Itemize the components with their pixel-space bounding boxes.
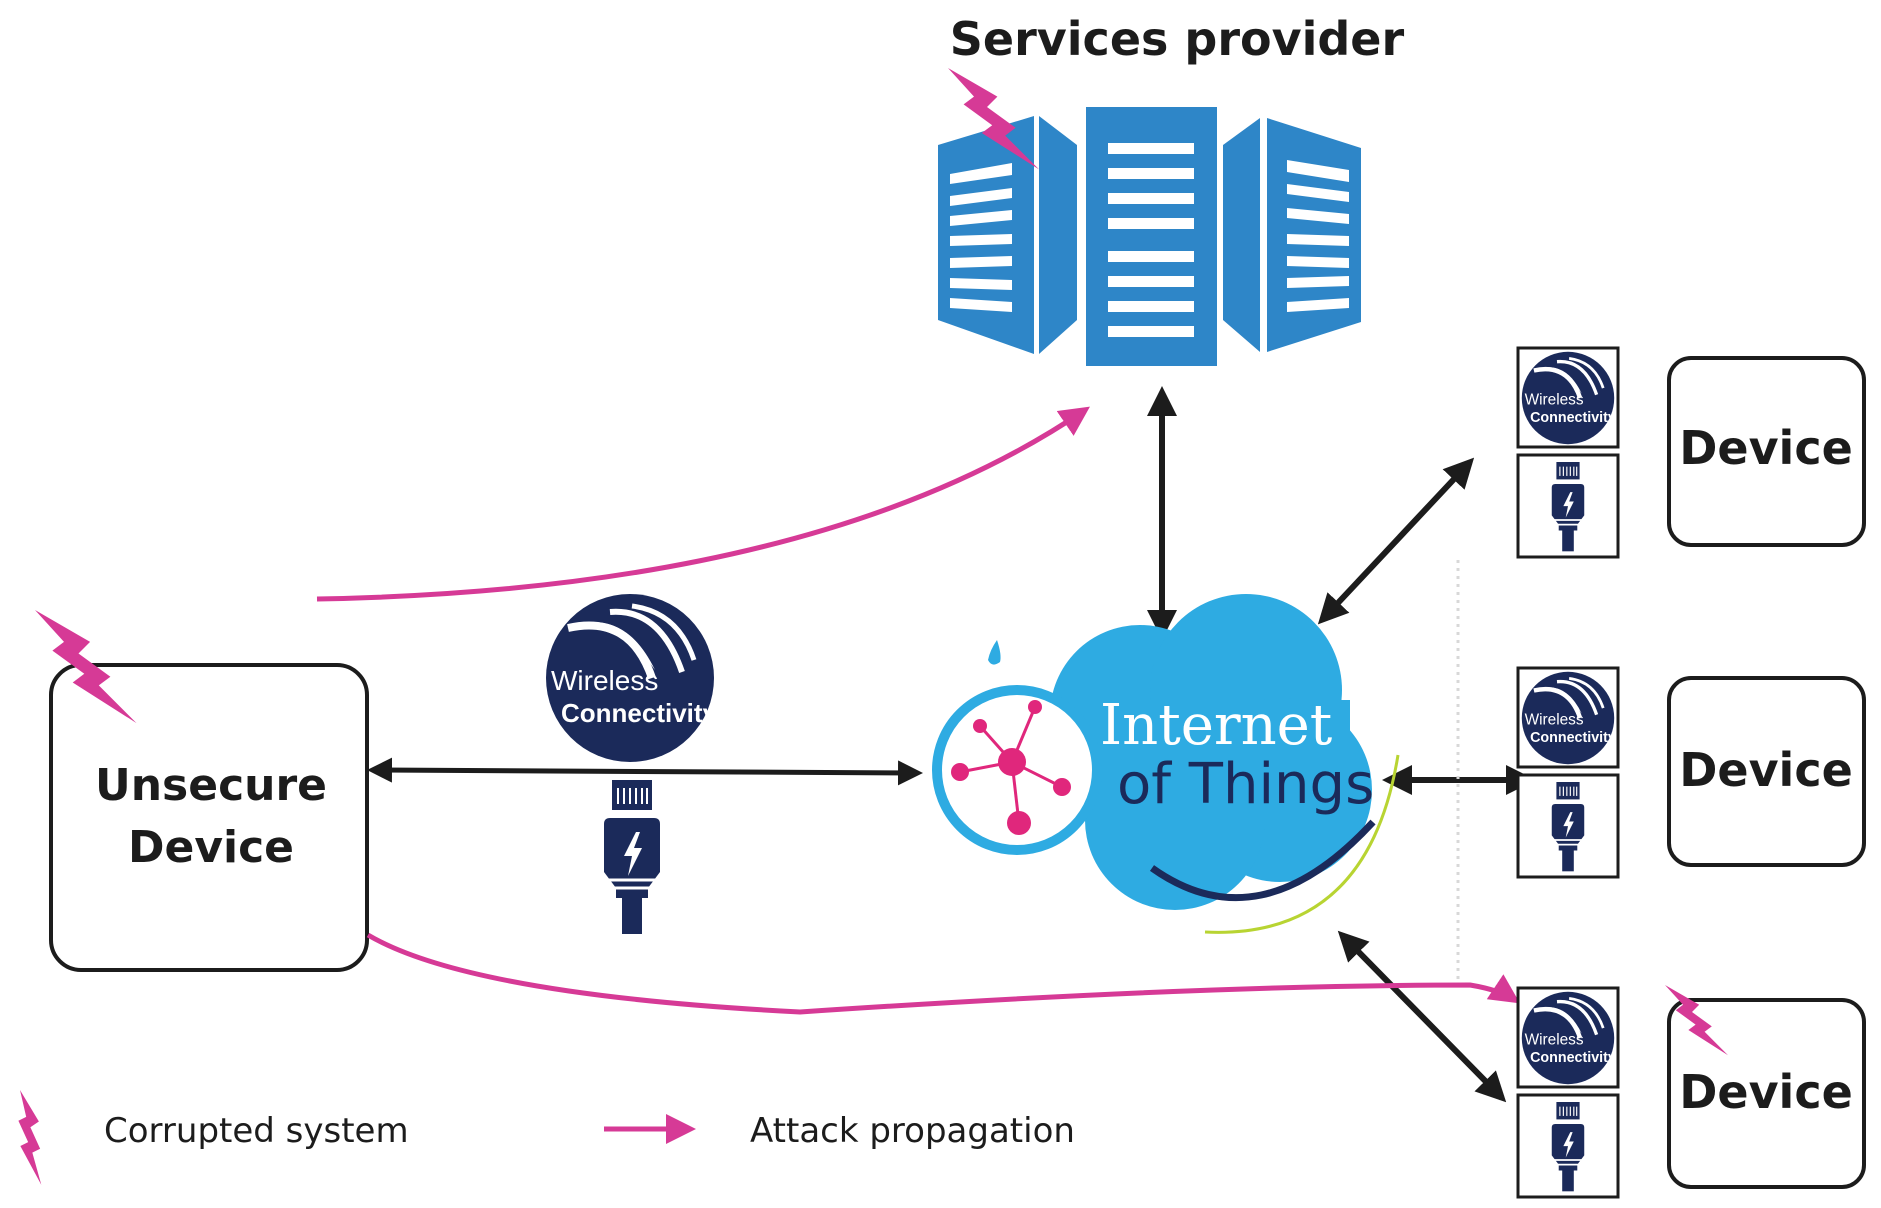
device-row-3: Wireless Connectivity Device — [1516, 985, 1866, 1199]
unsecure-iot-link-arrow — [367, 757, 923, 786]
wireless-connectivity-icon: Wireless Connectivity — [1522, 992, 1616, 1084]
device1-iot-link-arrow — [1317, 457, 1475, 625]
device-box — [1667, 676, 1866, 867]
device-box — [1667, 356, 1866, 547]
server-rack-icon — [938, 107, 1361, 366]
wireless-connectivity-icon: Wireless Connectivity — [1522, 352, 1616, 444]
wireless-connectivity-icon: Wireless Connectivity — [1522, 672, 1616, 764]
ethernet-plug-icon — [602, 778, 662, 936]
svg-text:Connectivity: Connectivity — [1530, 410, 1616, 426]
iot-title-line1: Internet — [1100, 693, 1333, 758]
legend-attack-label: Attack propagation — [750, 1111, 1075, 1151]
svg-text:Wireless: Wireless — [1525, 712, 1584, 729]
attack-arrow-to-server — [316, 406, 1090, 602]
droplet-shape — [988, 640, 1001, 665]
device-label: Device — [1679, 743, 1853, 797]
device-label: Device — [1679, 421, 1853, 475]
device-label: Device — [1679, 1065, 1853, 1119]
device-row-1: Wireless Connectivity Device — [1516, 346, 1866, 559]
attack-arrow-to-device3 — [366, 932, 1520, 1015]
iot-title-line2: of Things — [1117, 752, 1374, 817]
services-provider-title: Services provider — [950, 12, 1405, 66]
unsecure-device-line1: Unsecure — [95, 760, 327, 811]
svg-text:Connectivity: Connectivity — [1530, 730, 1616, 746]
legend: Corrupted system Attack propagation — [0, 1090, 1075, 1185]
svg-text:Wireless: Wireless — [1525, 392, 1584, 409]
svg-text:Wireless: Wireless — [551, 665, 658, 696]
unsecure-device-box — [49, 663, 369, 972]
unsecure-device-line2: Device — [128, 822, 294, 873]
lime-arc — [1204, 754, 1400, 934]
device3-iot-link-arrow — [1337, 930, 1507, 1103]
svg-text:Connectivity: Connectivity — [561, 698, 718, 728]
svg-text:Connectivity: Connectivity — [1530, 1050, 1616, 1066]
lightning-bolt-icon — [0, 1090, 70, 1185]
wireless-connectivity-icon: Wireless Connectivity — [546, 594, 718, 762]
iot-cloud: Internet of Things — [932, 594, 1400, 934]
navy-arc — [1149, 819, 1376, 902]
device-row-2: Wireless Connectivity Device — [1516, 666, 1866, 879]
svg-text:Wireless: Wireless — [1525, 1032, 1584, 1049]
legend-corrupted-label: Corrupted system — [104, 1111, 409, 1151]
